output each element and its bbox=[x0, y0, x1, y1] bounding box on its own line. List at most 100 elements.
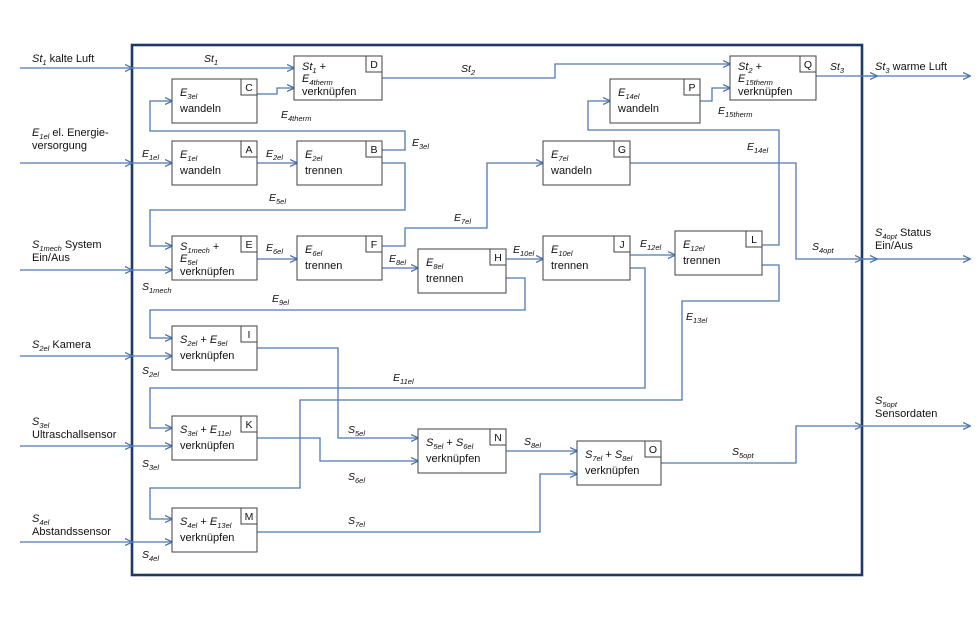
output-s5opt-label: S5opt bbox=[875, 395, 898, 409]
block-I-function: verknüpfen bbox=[180, 350, 234, 362]
block-L-tag-box bbox=[745, 230, 763, 248]
block-M-line1: S4el + E13el bbox=[180, 516, 232, 530]
label-st2-symbol: St bbox=[461, 63, 472, 75]
input-s3el-label2: Ultraschallsensor bbox=[32, 429, 117, 441]
block-I-tag: I bbox=[248, 329, 251, 341]
label-s1mech-symbol: S bbox=[142, 281, 149, 293]
block-E-line2: E5el bbox=[180, 253, 198, 267]
block-A-function: wandeln bbox=[179, 165, 221, 177]
block-P-line1: E14el bbox=[618, 87, 640, 101]
output-st3-label: St3 warme Luft bbox=[875, 61, 947, 75]
label-s5el-subscript: 5el bbox=[355, 429, 365, 438]
block-G-tag: G bbox=[618, 144, 626, 156]
label-e7el-symbol: E bbox=[454, 212, 462, 224]
block-B-line1: E2el bbox=[305, 149, 323, 163]
label-s3el-symbol: S bbox=[142, 458, 149, 470]
label-st1-symbol: St bbox=[204, 53, 215, 65]
s5el-flow bbox=[257, 347, 418, 438]
label-e2el-subscript: 2el bbox=[272, 153, 283, 162]
block-E-line1: S1mech + bbox=[180, 241, 219, 255]
label-s5el-symbol: S bbox=[348, 424, 355, 436]
flow-lines bbox=[20, 64, 970, 542]
block-Q-tag: Q bbox=[804, 59, 812, 71]
s6el-flow bbox=[257, 437, 418, 461]
e15therm-flow bbox=[700, 88, 730, 102]
block-H-tag: H bbox=[494, 252, 502, 264]
block-D-tag: D bbox=[370, 59, 378, 71]
output-s4opt-label: S4opt Status bbox=[875, 227, 932, 241]
label-s4el-symbol: S bbox=[142, 549, 149, 561]
system-boundary bbox=[130, 43, 864, 577]
e3el-flow bbox=[149, 101, 406, 151]
label-s4opt-subscript: 4opt bbox=[819, 246, 835, 255]
label-e3el-subscript: 3el bbox=[419, 142, 429, 151]
label-s5opt-subscript: 5opt bbox=[739, 451, 755, 460]
label-s8el-symbol: S bbox=[524, 436, 531, 448]
block-E-tag-box bbox=[240, 235, 258, 253]
label-e7el: E7el bbox=[454, 212, 471, 226]
label-s6el-subscript: 6el bbox=[355, 476, 365, 485]
block-J-tag-box bbox=[613, 235, 631, 253]
label-st3-symbol: St bbox=[830, 61, 841, 73]
block-K-tag: K bbox=[245, 419, 252, 431]
label-e8el-symbol: E bbox=[389, 253, 397, 265]
e5el-flow bbox=[149, 162, 406, 246]
label-e5el-subscript: 5el bbox=[276, 197, 286, 206]
label-s5opt: S5opt bbox=[732, 446, 755, 460]
label-e1el: E1el bbox=[142, 148, 159, 162]
label-e11el: E11el bbox=[393, 372, 414, 386]
label-e7el-subscript: 7el bbox=[461, 217, 471, 226]
label-e4therm-subscript: 4therm bbox=[288, 114, 311, 123]
e4therm-flow bbox=[257, 88, 294, 95]
block-D-line2: E4therm bbox=[302, 73, 333, 87]
e9el-flow bbox=[149, 277, 526, 338]
block-P: P E14el wandeln bbox=[609, 78, 701, 124]
block-M-function: verknüpfen bbox=[180, 532, 234, 544]
block-P-function: wandeln bbox=[617, 103, 659, 115]
block-I-line1: S2el + E9el bbox=[180, 334, 228, 348]
block-Q-line2: E15therm bbox=[738, 73, 773, 87]
block-B-tag: B bbox=[370, 144, 377, 156]
block-O-function: verknüpfen bbox=[585, 465, 639, 477]
block-J-tag: J bbox=[619, 239, 624, 251]
block-F-tag-box bbox=[365, 235, 383, 253]
label-e10el-symbol: E bbox=[513, 244, 521, 256]
label-s8el: S8el bbox=[524, 436, 541, 450]
label-s6el-symbol: S bbox=[348, 471, 355, 483]
label-st3: St3 bbox=[830, 61, 845, 75]
label-e12el-subscript: 12el bbox=[647, 243, 662, 252]
label-s5opt-symbol: S bbox=[732, 446, 739, 458]
label-s6el: S6el bbox=[348, 471, 365, 485]
block-C-line1: E3el bbox=[180, 87, 198, 101]
st2-flow bbox=[382, 64, 730, 79]
block-A-tag: A bbox=[245, 144, 252, 156]
label-e13el: E13el bbox=[686, 311, 708, 325]
block-E-function: verknüpfen bbox=[180, 266, 234, 278]
label-e10el: E10el bbox=[513, 244, 535, 258]
label-e9el: E9el bbox=[272, 293, 289, 307]
block-Q-line1: St2 + bbox=[738, 61, 762, 75]
e11el-flow bbox=[149, 267, 646, 428]
label-e3el: E3el bbox=[412, 137, 429, 151]
label-e15therm-subscript: 15therm bbox=[725, 110, 753, 119]
block-F-tag: F bbox=[371, 239, 377, 251]
output-s4opt-label2: Ein/Aus bbox=[875, 240, 913, 252]
label-st2: St2 bbox=[461, 63, 476, 77]
label-s2el: S2el bbox=[142, 365, 159, 379]
block-P-tag: P bbox=[688, 82, 695, 94]
input-e1el-label: E1el el. Energie- bbox=[32, 127, 109, 141]
block-I: I S2el + E9el verknüpfen bbox=[171, 325, 258, 371]
label-s4el-subscript: 4el bbox=[149, 554, 159, 563]
s7el-flow bbox=[257, 474, 577, 533]
